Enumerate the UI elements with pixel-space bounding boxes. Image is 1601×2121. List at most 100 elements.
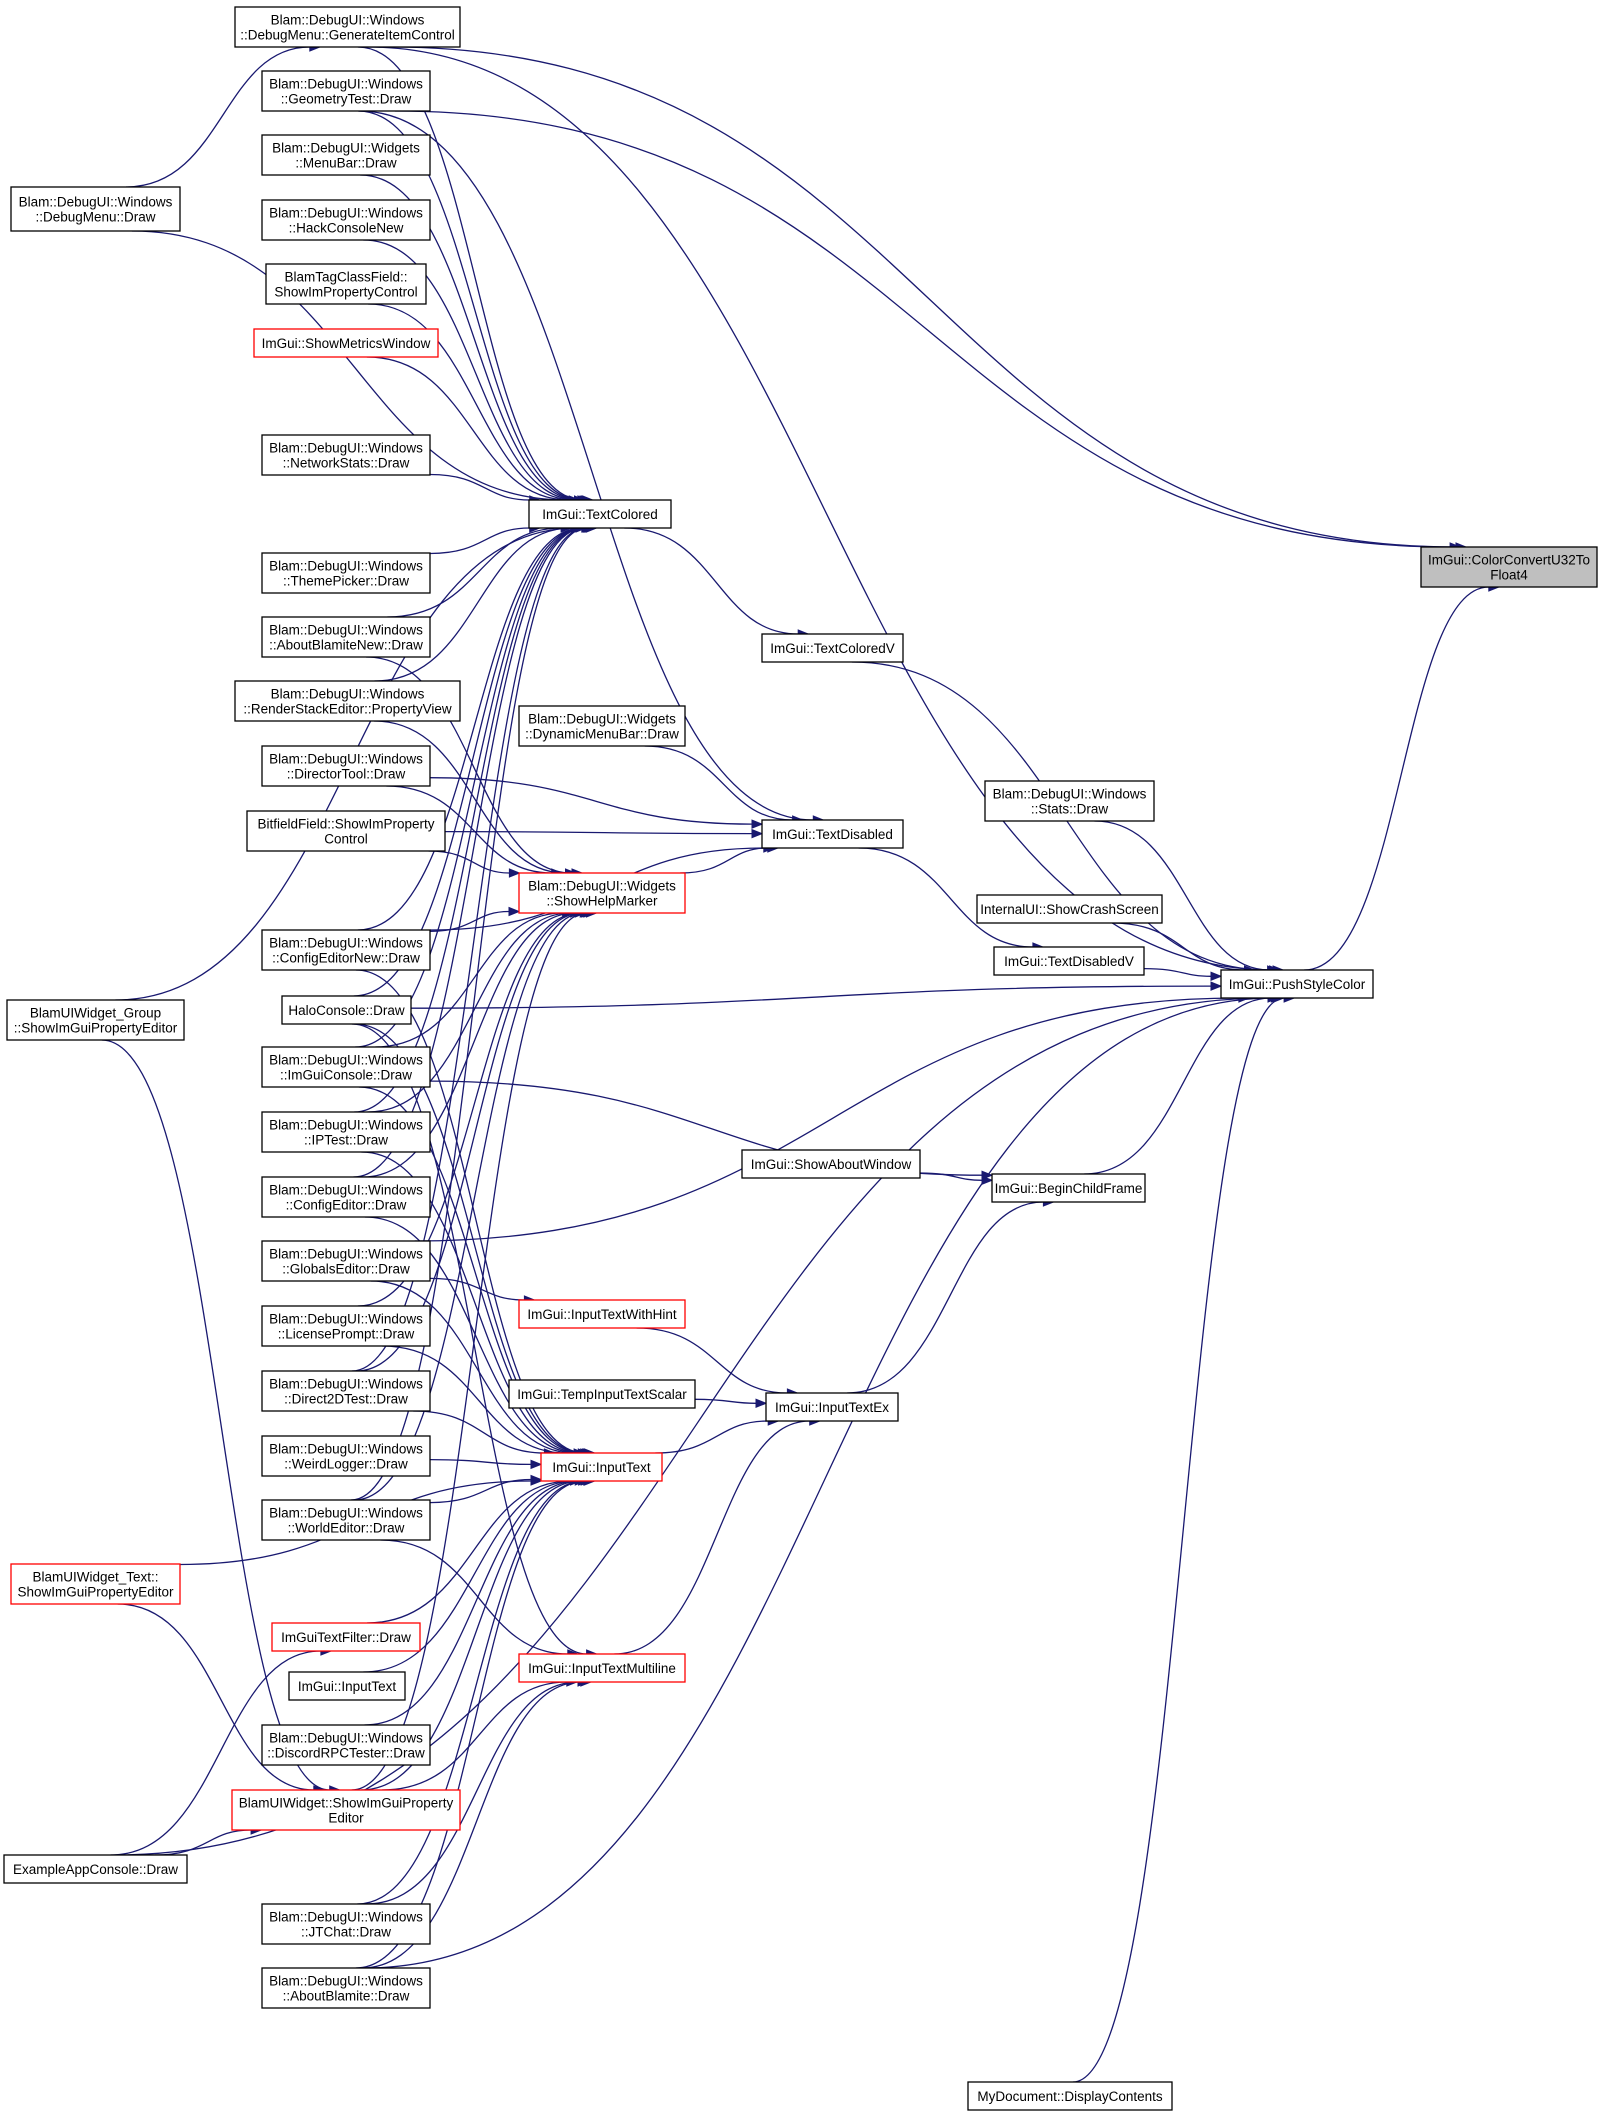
node-dmenu[interactable]: Blam::DebugUI::Windows::DebugMenu::Draw: [10, 186, 181, 232]
node-label: Blam::DebugUI::Windows: [271, 687, 425, 702]
edge-line: [362, 912, 576, 1178]
node-box: [765, 1392, 899, 1422]
edge-line: [117, 1603, 314, 1791]
node-label: Blam::DebugUI::Windows: [269, 936, 423, 951]
node-render[interactable]: Blam::DebugUI::Windows::RenderStackEdito…: [234, 680, 461, 722]
node-discord[interactable]: Blam::DebugUI::Windows::DiscordRPCTester…: [261, 1724, 431, 1766]
node-scalar[interactable]: ImGui::TempInputTextScalar: [508, 1379, 696, 1409]
edge-dynmenu-to-textdisabled: [644, 745, 804, 825]
node-textcoloredv[interactable]: ImGui::TextColoredV: [761, 633, 904, 663]
node-imguiconsole[interactable]: Blam::DebugUI::Windows::ImGuiConsole::Dr…: [261, 1046, 431, 1088]
node-stats[interactable]: Blam::DebugUI::Windows::Stats::Draw: [984, 780, 1155, 822]
edge-push-to-target: [1304, 582, 1501, 971]
node-inputtext[interactable]: ImGui::InputText: [540, 1452, 663, 1482]
edge-scalar-to-inputex: [694, 1398, 768, 1409]
node-label: ::WeirdLogger::Draw: [284, 1457, 408, 1472]
edge-director-to-textdisabled: [429, 777, 764, 829]
node-label: ::MenuBar::Draw: [295, 156, 397, 171]
edge-line: [382, 1681, 567, 1791]
node-geom[interactable]: Blam::DebugUI::Windows::GeometryTest::Dr…: [261, 70, 431, 112]
node-label: ShowImGuiPropertyEditor: [17, 1585, 174, 1600]
node-textdisabled[interactable]: ImGui::TextDisabled: [761, 819, 904, 849]
edge-line: [1084, 997, 1272, 1175]
node-label: ImGui::ColorConvertU32To: [1428, 553, 1590, 568]
node-group[interactable]: BlamUIWidget_Group::ShowImGuiPropertyEdi…: [6, 999, 185, 1041]
edge-line: [919, 1172, 983, 1181]
node-label: ::DirectorTool::Draw: [287, 767, 406, 782]
node-director[interactable]: Blam::DebugUI::Windows::DirectorTool::Dr…: [261, 745, 431, 787]
edge-aboutwin-to-beginchild: [919, 1172, 994, 1186]
node-world[interactable]: Blam::DebugUI::Windows::WorldEditor::Dra…: [261, 1499, 431, 1541]
node-hack[interactable]: Blam::DebugUI::Windows::HackConsoleNew: [261, 199, 431, 241]
node-iptest[interactable]: Blam::DebugUI::Windows::IPTest::Draw: [261, 1111, 431, 1153]
node-textcolored[interactable]: ImGui::TextColored: [528, 499, 672, 529]
node-label: ImGui::ShowMetricsWindow: [262, 336, 431, 351]
node-inputtext2[interactable]: ImGui::InputText: [288, 1671, 406, 1701]
node-halo[interactable]: HaloConsole::Draw: [281, 995, 412, 1025]
edge-line: [429, 527, 530, 555]
node-box: [761, 819, 904, 849]
node-label: ::Stats::Draw: [1031, 802, 1109, 817]
node-weird[interactable]: Blam::DebugUI::Windows::WeirdLogger::Dra…: [261, 1435, 431, 1477]
node-crash[interactable]: InternalUI::ShowCrashScreen: [976, 894, 1163, 924]
node-box: [984, 780, 1155, 822]
node-label: ::JTChat::Draw: [301, 1925, 391, 1940]
node-label: ImGui::ShowAboutWindow: [751, 1157, 912, 1172]
node-example[interactable]: ExampleAppConsole::Draw: [3, 1854, 188, 1884]
node-hint[interactable]: ImGui::InputTextWithHint: [518, 1299, 686, 1329]
node-cfgnew[interactable]: Blam::DebugUI::Windows::ConfigEditorNew:…: [261, 929, 431, 971]
node-license[interactable]: Blam::DebugUI::Windows::LicensePrompt::D…: [261, 1305, 431, 1347]
node-box: [271, 1622, 421, 1652]
node-gen[interactable]: Blam::DebugUI::Windows::DebugMenu::Gener…: [234, 6, 461, 48]
node-jtchat[interactable]: Blam::DebugUI::Windows::JTChat::Draw: [261, 1903, 431, 1945]
node-multiline[interactable]: ImGui::InputTextMultiline: [518, 1653, 686, 1683]
edge-line: [154, 1829, 252, 1856]
node-mydoc[interactable]: MyDocument::DisplayContents: [967, 2081, 1173, 2111]
node-label: MyDocument::DisplayContents: [977, 2089, 1163, 2104]
node-label: ::LicensePrompt::Draw: [278, 1327, 415, 1342]
node-theme[interactable]: Blam::DebugUI::Windows::ThemePicker::Dra…: [261, 552, 431, 594]
node-label: ShowImPropertyControl: [274, 285, 417, 300]
node-label: Blam::DebugUI::Windows: [269, 1247, 423, 1262]
node-helpmarker[interactable]: Blam::DebugUI::Widgets::ShowHelpMarker: [518, 872, 686, 914]
node-cfg[interactable]: Blam::DebugUI::Windows::ConfigEditor::Dr…: [261, 1176, 431, 1218]
node-filter[interactable]: ImGuiTextFilter::Draw: [271, 1622, 421, 1652]
node-label: Blam::DebugUI::Windows: [269, 1118, 423, 1133]
node-textw[interactable]: BlamUIWidget_Text::ShowImGuiPropertyEdit…: [10, 1563, 181, 1605]
node-d2d[interactable]: Blam::DebugUI::Windows::Direct2DTest::Dr…: [261, 1370, 431, 1412]
node-box: [253, 328, 439, 358]
edge-line: [429, 777, 753, 825]
node-dynmenu[interactable]: Blam::DebugUI::Widgets::DynamicMenuBar::…: [518, 705, 686, 747]
node-box: [967, 2081, 1173, 2111]
node-aboutnew[interactable]: Blam::DebugUI::Windows::AboutBlamiteNew:…: [261, 616, 431, 658]
node-box: [518, 872, 686, 914]
edge-line: [444, 830, 753, 835]
edge-line: [366, 1480, 571, 1624]
node-box: [261, 1903, 431, 1945]
arrowhead-icon: [508, 906, 521, 917]
node-beginchild[interactable]: ImGui::BeginChildFrame: [991, 1173, 1146, 1203]
node-globals[interactable]: Blam::DebugUI::Windows::GlobalsEditor::D…: [261, 1240, 431, 1282]
node-aboutblam[interactable]: Blam::DebugUI::Windows::AboutBlamite::Dr…: [261, 1967, 431, 2009]
edge-line: [644, 745, 793, 821]
edge-bitfield-to-helpmarker: [428, 850, 521, 878]
node-label: ::DynamicMenuBar::Draw: [525, 727, 679, 742]
node-bitfield[interactable]: BitfieldField::ShowImPropertyControl: [246, 810, 446, 852]
node-tagfield[interactable]: BlamTagClassField::ShowImPropertyControl: [265, 263, 427, 305]
arrowhead-icon: [508, 868, 521, 878]
edge-line: [394, 110, 1451, 548]
node-label: Blam::DebugUI::Windows: [269, 1312, 423, 1327]
edge-inputtext-to-inputex: [655, 1416, 780, 1454]
edge-line: [375, 912, 563, 1048]
arrowhead-icon: [1210, 981, 1223, 991]
node-menubar[interactable]: Blam::DebugUI::Widgets::MenuBar::Draw: [261, 134, 431, 176]
node-aboutwin[interactable]: ImGui::ShowAboutWindow: [741, 1149, 921, 1179]
node-inputex[interactable]: ImGui::InputTextEx: [765, 1392, 899, 1422]
node-metrics[interactable]: ImGui::ShowMetricsWindow: [253, 328, 439, 358]
node-label: Blam::DebugUI::Windows: [19, 195, 173, 210]
node-push[interactable]: ImGui::PushStyleColor: [1220, 969, 1374, 999]
node-netstats[interactable]: Blam::DebugUI::Windows::NetworkStats::Dr…: [261, 434, 431, 476]
node-textdisabledv[interactable]: ImGui::TextDisabledV: [993, 946, 1145, 976]
node-widget[interactable]: BlamUIWidget::ShowImGuiPropertyEditor: [231, 1789, 461, 1831]
